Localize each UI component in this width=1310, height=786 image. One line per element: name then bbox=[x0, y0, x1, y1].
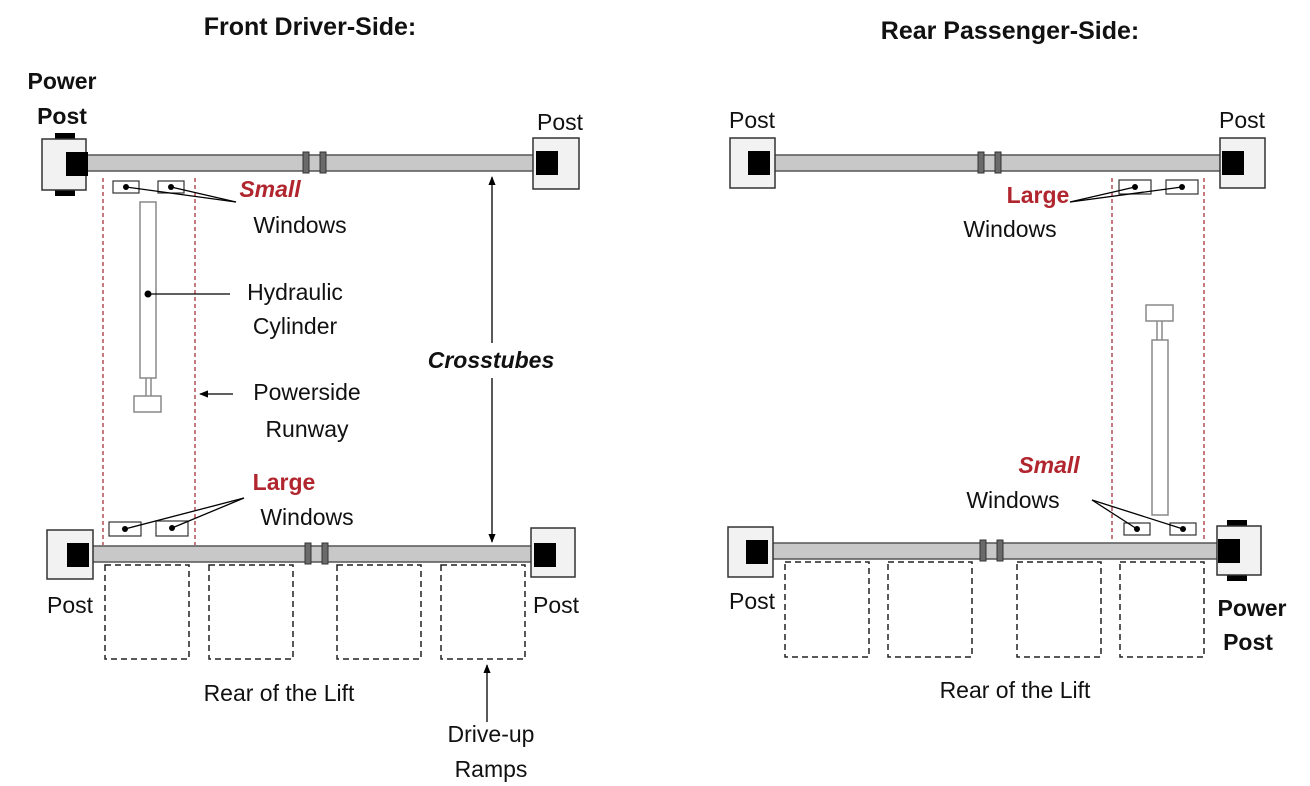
right-bottom-collar-2 bbox=[996, 539, 1004, 562]
left-hydraulic-cylinder bbox=[139, 201, 157, 379]
left-power-post-label-2: Post bbox=[37, 103, 87, 129]
left-rear-label: Rear of the Lift bbox=[204, 680, 355, 706]
right-top-right-post-block bbox=[1222, 151, 1244, 175]
right-power-post-label-1: Power bbox=[1217, 595, 1286, 621]
right-power-post-block bbox=[1218, 539, 1240, 563]
left-top-right-post-block bbox=[536, 151, 558, 175]
rear-passenger-side-panel: Rear Passenger-Side: bbox=[727, 17, 1287, 703]
left-powerside-label-1: Powerside bbox=[253, 379, 360, 405]
left-powerside-label-2: Runway bbox=[265, 416, 349, 442]
right-top-collar-1 bbox=[977, 151, 985, 174]
left-power-post-block bbox=[66, 152, 88, 176]
right-top-right-post-label: Post bbox=[1219, 107, 1266, 133]
left-hydraulic-label-2: Cylinder bbox=[253, 313, 338, 339]
right-large-windows-label: Windows bbox=[963, 216, 1056, 242]
left-large-windows-label: Windows bbox=[260, 504, 353, 530]
left-bottom-collar-1 bbox=[304, 542, 312, 565]
left-small-windows-label: Windows bbox=[253, 212, 346, 238]
left-ramp-3 bbox=[336, 564, 422, 660]
right-top-crosstube bbox=[754, 154, 1228, 172]
left-ramp-4 bbox=[440, 564, 526, 660]
left-crosstubes-label: Crosstubes bbox=[428, 347, 555, 373]
left-power-post-tab-top bbox=[55, 133, 75, 140]
right-bottom-left-post-block bbox=[746, 540, 768, 564]
right-ramp-2 bbox=[887, 561, 973, 658]
left-power-post-label-1: Power bbox=[27, 68, 96, 94]
left-small-leader-1 bbox=[125, 186, 237, 203]
left-top-collar-1 bbox=[302, 151, 310, 174]
left-bottom-right-post-label: Post bbox=[533, 592, 580, 618]
right-large-leader-2 bbox=[1069, 186, 1183, 203]
left-power-post-tab-bottom bbox=[55, 189, 75, 196]
right-panel-title: Rear Passenger-Side: bbox=[881, 17, 1139, 45]
right-cylinder-base bbox=[1145, 304, 1174, 322]
right-bottom-crosstube bbox=[754, 542, 1228, 560]
right-power-post-tab-top bbox=[1227, 520, 1247, 527]
left-bottom-left-post-label: Post bbox=[47, 592, 94, 618]
left-top-right-post-label: Post bbox=[537, 109, 584, 135]
left-ramps-label-1: Drive-up bbox=[448, 721, 535, 747]
left-large-leader-1 bbox=[124, 497, 245, 530]
right-top-collar-2 bbox=[994, 151, 1002, 174]
left-cylinder-base bbox=[133, 395, 162, 413]
left-panel-title: Front Driver-Side: bbox=[204, 13, 417, 41]
right-small-windows-label: Windows bbox=[966, 487, 1059, 513]
right-small-label: Small bbox=[1018, 452, 1080, 478]
front-driver-side-panel: Front Driver-Side: bbox=[27, 13, 583, 782]
left-bottom-collar-2 bbox=[321, 542, 329, 565]
right-bottom-left-post-label: Post bbox=[729, 588, 776, 614]
right-top-left-post-label: Post bbox=[729, 107, 776, 133]
right-ramp-1 bbox=[784, 561, 870, 658]
right-hydraulic-cylinder bbox=[1151, 339, 1169, 516]
right-power-post-label-2: Post bbox=[1223, 629, 1273, 655]
left-ramps-label-2: Ramps bbox=[455, 756, 528, 782]
right-top-left-post-block bbox=[748, 151, 770, 175]
left-large-label: Large bbox=[253, 469, 316, 495]
left-top-collar-2 bbox=[319, 151, 327, 174]
left-large-leader-2 bbox=[171, 497, 245, 529]
left-small-label: Small bbox=[239, 176, 301, 202]
left-hydraulic-label-1: Hydraulic bbox=[247, 279, 343, 305]
left-ramp-1 bbox=[104, 564, 190, 660]
left-bottom-right-post-block bbox=[534, 543, 556, 567]
left-bottom-left-post-block bbox=[67, 543, 89, 567]
right-large-leader-1 bbox=[1069, 186, 1136, 203]
left-small-leader-2 bbox=[170, 186, 237, 203]
left-ramp-2 bbox=[208, 564, 294, 660]
right-small-leader-1 bbox=[1091, 499, 1138, 530]
right-large-label: Large bbox=[1007, 182, 1070, 208]
right-power-post-tab-bottom bbox=[1227, 574, 1247, 581]
right-small-leader-2 bbox=[1091, 499, 1184, 530]
right-bottom-collar-1 bbox=[979, 539, 987, 562]
right-rear-label: Rear of the Lift bbox=[940, 677, 1091, 703]
right-ramp-4 bbox=[1119, 561, 1205, 658]
right-ramp-3 bbox=[1016, 561, 1102, 658]
